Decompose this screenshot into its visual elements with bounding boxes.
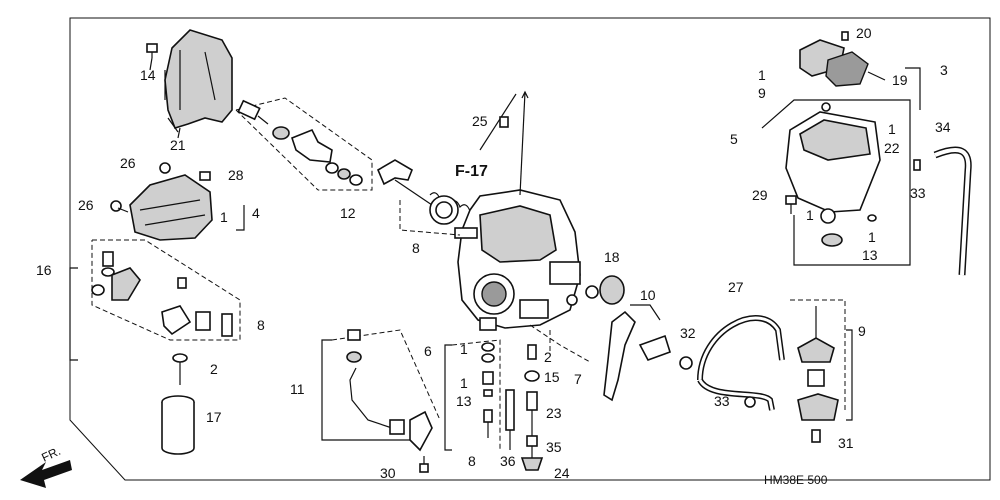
- direction-label: FR.: [39, 444, 62, 465]
- callout-13b: 13: [862, 247, 878, 263]
- callout-26a: 26: [120, 155, 136, 171]
- part-carburetor-body: [454, 189, 599, 331]
- part-float-valve-9: [797, 306, 839, 443]
- part-float-chamber: [785, 111, 881, 247]
- callout-18: 18: [604, 249, 620, 265]
- callout-3: 3: [940, 62, 948, 78]
- callout-33a: 33: [910, 185, 926, 201]
- part-hose-34: [933, 146, 972, 276]
- callout-2a: 2: [210, 361, 218, 377]
- callout-2b: 2: [544, 349, 552, 365]
- callout-31: 31: [838, 435, 854, 451]
- part-linkage-12: [237, 99, 363, 186]
- part-cap-18: [599, 275, 625, 305]
- callout-27: 27: [728, 279, 744, 295]
- callout-1f: 1: [806, 207, 814, 223]
- callout-1g: 1: [868, 229, 876, 245]
- callout-28: 28: [228, 167, 244, 183]
- callout-10: 10: [640, 287, 656, 303]
- part-throttle-shaft-8: [376, 159, 471, 225]
- callout-6: 6: [424, 343, 432, 359]
- callout-1b: 1: [460, 341, 468, 357]
- callout-32: 32: [680, 325, 696, 341]
- part-36: [505, 389, 515, 450]
- callout-30: 30: [380, 465, 396, 481]
- part-throttle-assembly-16: [91, 251, 233, 337]
- part-screw-29: [785, 195, 797, 214]
- callout-14: 14: [140, 67, 156, 83]
- callout-7: 7: [574, 371, 582, 387]
- callout-34: 34: [935, 119, 951, 135]
- part-sleeve-17: [161, 395, 195, 455]
- callout-9b: 9: [858, 323, 866, 339]
- callout-36: 36: [500, 453, 516, 469]
- part-screw-14: [146, 43, 158, 58]
- callout-33b: 33: [714, 393, 730, 409]
- callout-16: 16: [36, 262, 52, 278]
- part-choke-11: [346, 329, 433, 452]
- part-screw-30: [419, 456, 429, 473]
- section-ref: F-17: [455, 163, 488, 180]
- part-cap-19-20: [799, 31, 886, 87]
- callout-29: 29: [752, 187, 768, 203]
- callout-26b: 26: [78, 197, 94, 213]
- callout-8b: 8: [257, 317, 265, 333]
- part-lever-10: [603, 310, 693, 402]
- callout-8a: 8: [412, 240, 420, 256]
- callout-17: 17: [206, 409, 222, 425]
- callout-1a: 1: [220, 209, 228, 225]
- callout-20: 20: [856, 25, 872, 41]
- callout-1e: 1: [888, 121, 896, 137]
- callout-9a: 9: [758, 85, 766, 101]
- callout-23: 23: [546, 405, 562, 421]
- part-jets-6: [481, 342, 495, 438]
- callout-25: 25: [472, 113, 488, 129]
- callout-1c: 1: [460, 375, 468, 391]
- callout-13a: 13: [456, 393, 472, 409]
- callout-4: 4: [252, 205, 260, 221]
- callout-22: 22: [884, 140, 900, 156]
- callout-21: 21: [170, 137, 186, 153]
- callout-11: 11: [290, 381, 305, 397]
- callout-19: 19: [892, 72, 908, 88]
- part-needle-7: [520, 344, 544, 471]
- callout-5: 5: [730, 131, 738, 147]
- callout-8c: 8: [468, 453, 476, 469]
- callout-35: 35: [546, 439, 562, 455]
- part-tube-27: [697, 315, 785, 411]
- part-screw-2-left: [172, 353, 188, 385]
- part-cover-bracket: [164, 29, 233, 133]
- callout-24: 24: [554, 465, 570, 481]
- front-arrow-icon: [20, 460, 72, 488]
- callout-12: 12: [340, 205, 356, 221]
- callout-1d: 1: [758, 67, 766, 83]
- part-top-cover-4: [110, 162, 213, 241]
- callout-15: 15: [544, 369, 560, 385]
- figure-code: HM38E 500: [764, 473, 828, 487]
